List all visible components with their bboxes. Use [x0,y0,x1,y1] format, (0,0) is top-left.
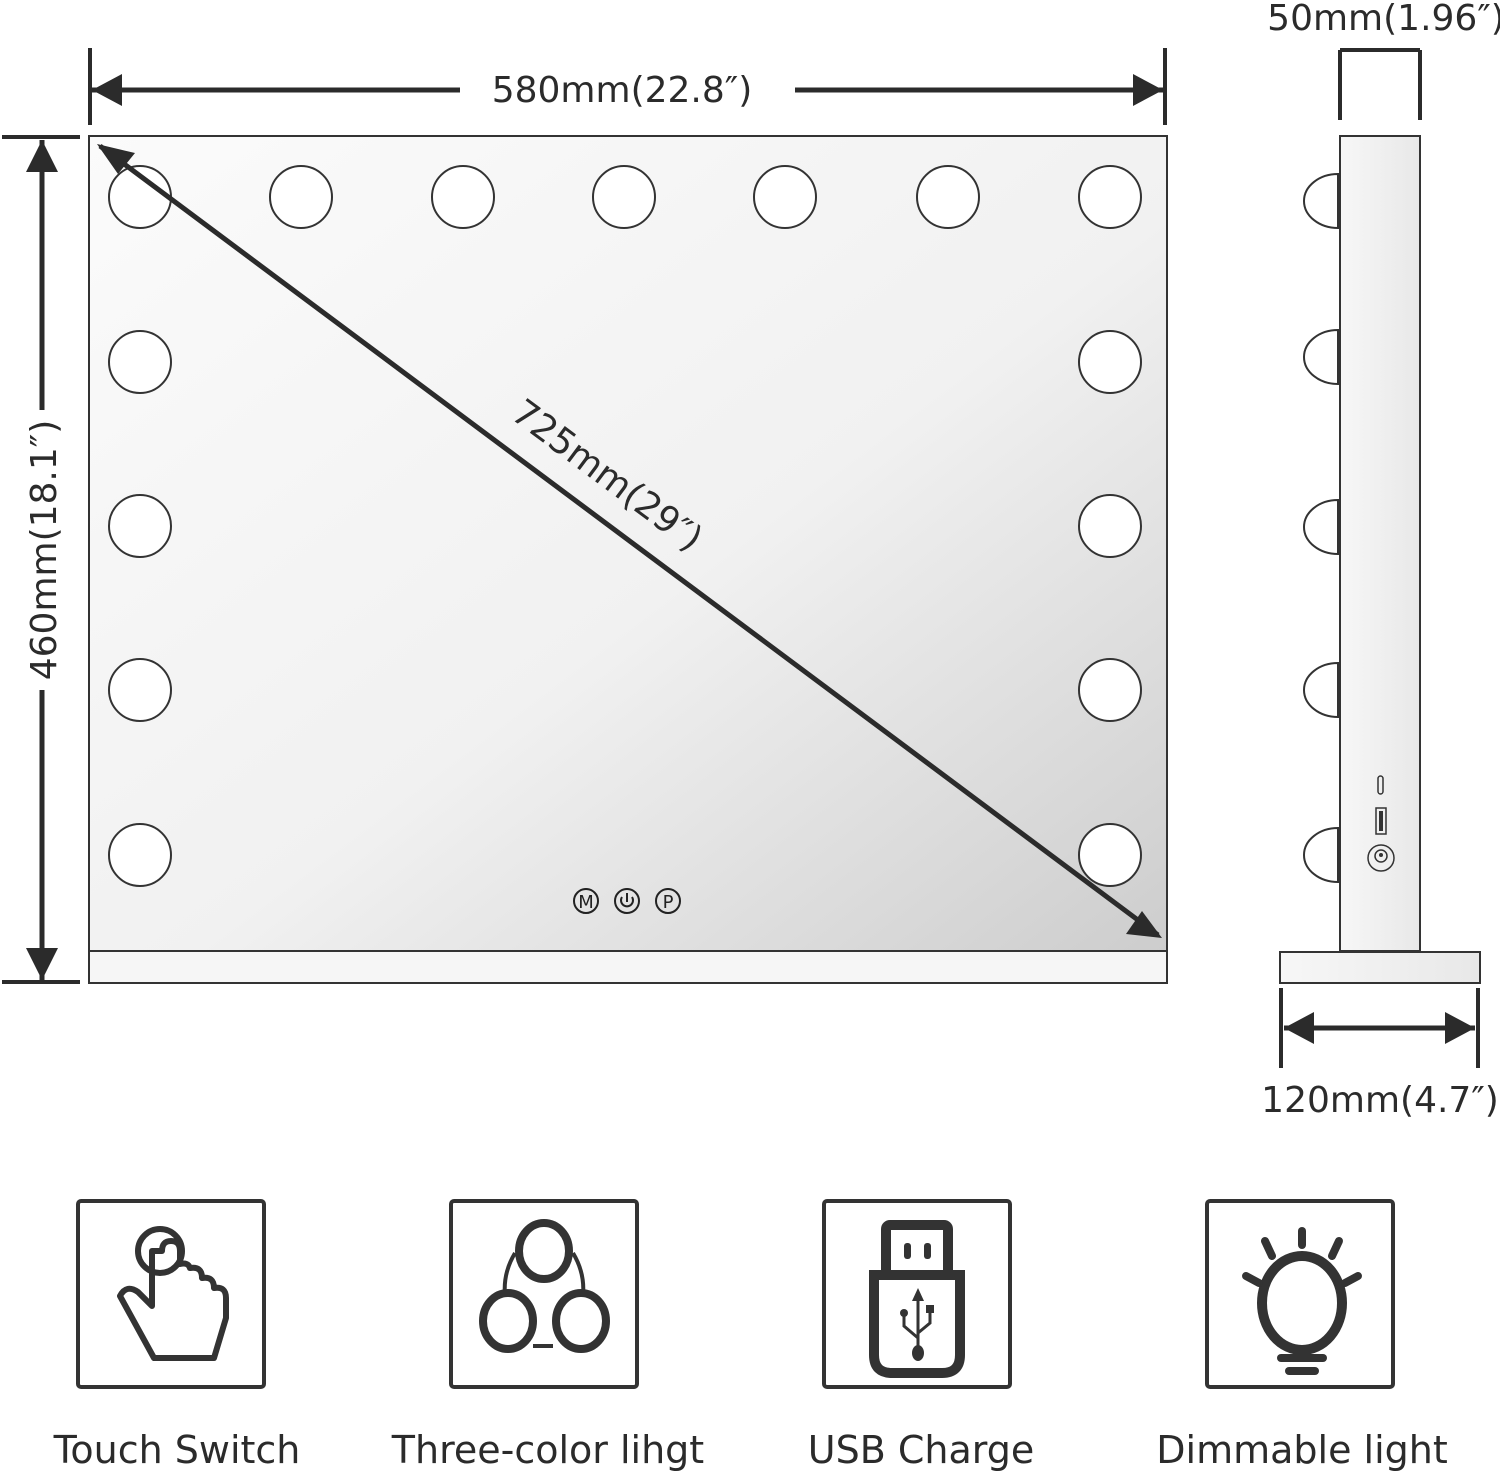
bulb [1078,494,1142,558]
mode-button-label: M [578,892,594,913]
bulb [916,165,980,229]
bulbs [108,165,1142,887]
three-color-circles-icon [479,1219,610,1353]
side-bulb [1303,826,1339,884]
side-bulb [1303,172,1339,230]
width-label: 580mm(22.8″) [492,70,753,111]
feature-label-touch-switch: Touch Switch [53,1428,301,1472]
feature-three-color-light [449,1199,639,1389]
preset-button[interactable]: P [655,888,681,914]
usb-drive-icon [869,1220,965,1378]
side-bulbs [1303,172,1339,884]
light-bulb-icon [1242,1227,1362,1375]
bulb [1078,330,1142,394]
dc-port-icon [1367,844,1395,872]
power-icon [620,893,634,908]
feature-usb-charge [822,1199,1012,1389]
feature-label-dimmable: Dimmable light [1156,1428,1448,1472]
bulb [592,165,656,229]
width-dimension: 580mm(22.8″) [88,48,1167,125]
power-button[interactable] [614,888,640,914]
depth-label: 50mm(1.96″) [1267,0,1500,39]
bulb [269,165,333,229]
base-depth-label: 120mm(4.7″) [1261,1080,1499,1121]
touch-hand-icon [117,1226,229,1361]
mirror-front: 725mm(29″) M P [88,135,1168,984]
side-bulb [1303,498,1339,556]
height-dimension: 460mm(18.1″) [2,135,80,984]
usb-a-port-icon [1375,807,1387,835]
preset-button-label: P [663,892,674,913]
height-label: 460mm(18.1″) [24,420,65,681]
bulb [431,165,495,229]
bulb [1078,165,1142,229]
feature-label-three-color: Three-color lihgt [391,1428,705,1472]
side-bulb [1303,661,1339,719]
feature-label-usb-charge: USB Charge [807,1428,1035,1472]
bulb [108,330,172,394]
bulb [1078,658,1142,722]
side-bulb [1303,328,1339,386]
bulb [1078,823,1142,887]
feature-dimmable-light [1205,1199,1395,1389]
feature-touch-switch [76,1199,266,1389]
mirror-side-view: 50mm(1.96″) 120mm(4.7″) [1261,0,1500,1121]
bulb [108,494,172,558]
mode-button[interactable]: M [573,888,599,914]
usb-c-port-icon [1377,775,1384,795]
bulb [753,165,817,229]
bulb [108,823,172,887]
bulb [108,658,172,722]
